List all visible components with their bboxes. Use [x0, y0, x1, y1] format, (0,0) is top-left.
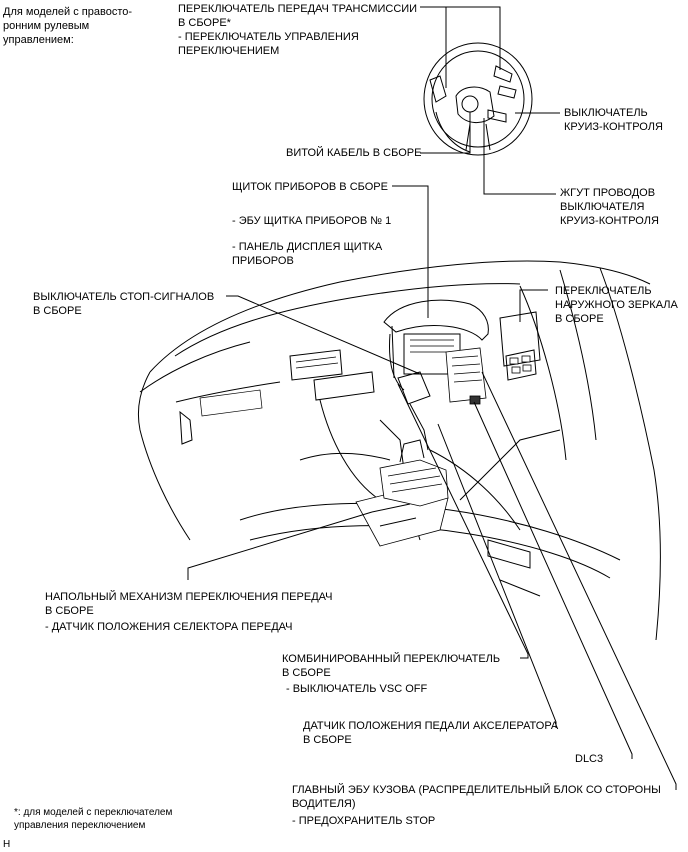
label-meter-display: - ПАНЕЛЬ ДИСПЛЕЯ ЩИТКА ПРИБОРОВ: [232, 241, 383, 267]
label-main-body-ecu: ГЛАВНЫЙ ЭБУ КУЗОВА (РАСПРЕДЕЛИТЕЛЬНЫЙ БЛ…: [292, 784, 661, 827]
label-combination-meter: ЩИТОК ПРИБОРОВ В СБОРЕ: [232, 181, 388, 193]
body-ecu-drawing: [445, 347, 487, 405]
label-stop-light-switch: ВЫКЛЮЧАТЕЛЬ СТОП-СИГНАЛОВ В СБОРЕ: [33, 291, 215, 317]
label-accelerator-sensor: ДАТЧИК ПОЛОЖЕНИЯ ПЕДАЛИ АКСЕЛЕРАТОРА В С…: [303, 720, 559, 746]
steering-wheel-drawing: [423, 42, 533, 156]
footnote: *: для моделей с переключателем управлен…: [14, 807, 173, 831]
label-floor-shift: НАПОЛЬНЫЙ МЕХАНИЗМ ПЕРЕКЛЮЧЕНИЯ ПЕРЕДАЧ …: [45, 591, 333, 633]
label-outer-mirror-switch: ПЕРЕКЛЮЧАТЕЛЬ НАРУЖНОГО ЗЕРКАЛА В СБОРЕ: [555, 285, 678, 325]
label-dlc3: DLC3: [575, 753, 604, 765]
label-meter-ecu: - ЭБУ ЩИТКА ПРИБОРОВ № 1: [232, 215, 392, 227]
label-combination-switch: КОМБИНИРОВАННЫЙ ПЕРЕКЛЮЧАТЕЛЬ В СБОРЕ - …: [282, 653, 501, 695]
label-transmission-shift-switch: ПЕРЕКЛЮЧАТЕЛЬ ПЕРЕДАЧ ТРАНСМИССИИ В СБОР…: [178, 3, 418, 57]
rhd-header-note: Для моделей с правосто- ронним рулевым у…: [3, 6, 133, 46]
leader-lines: [187, 6, 677, 790]
corner-code: H: [3, 839, 11, 850]
label-cruise-harness: ЖГУТ ПРОВОДОВ ВЫКЛЮЧАТЕЛЯ КРУИЗ-КОНТРОЛЯ: [560, 187, 659, 227]
label-spiral-cable: ВИТОЙ КАБЕЛЬ В СБОРЕ: [286, 147, 422, 159]
meter-cluster-drawing: [383, 299, 489, 451]
floor-shift-drawing: [355, 439, 449, 547]
label-cruise-control-switch: ВЫКЛЮЧАТЕЛЬ КРУИЗ-КОНТРОЛЯ: [564, 107, 663, 133]
